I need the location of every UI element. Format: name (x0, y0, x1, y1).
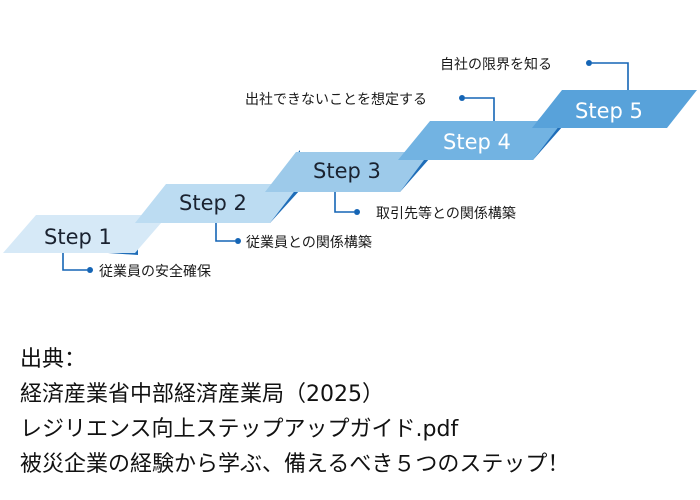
source-citation: 出典： 経済産業省中部経済産業局（2025） レジリエンス向上ステップアップガイ… (20, 342, 569, 482)
step-4-platform (398, 121, 563, 160)
step-3-connector (334, 192, 354, 213)
step-5-platform (532, 90, 697, 128)
step-4-label: Step 4 (443, 130, 511, 154)
step-3-note: 取引先等との関係構築 (376, 205, 516, 222)
step-staircase-diagram: Step 1 Step 2 Step 3 Step 4 Step 5 従業員の安… (3, 56, 697, 280)
step-5-note: 自社の限界を知る (440, 56, 552, 73)
source-line-1: 経済産業省中部経済産業局（2025） (20, 382, 384, 407)
step-1-connector (62, 253, 87, 271)
step-2-note: 従業員との関係構築 (246, 235, 372, 251)
step-1-label: Step 1 (44, 225, 112, 249)
step-2-platform (135, 184, 300, 223)
source-line-2: レジリエンス向上ステップアップガイド.pdf (20, 417, 459, 442)
step-1-platform (3, 215, 168, 253)
step-5-label: Step 5 (575, 99, 643, 123)
step-2-connector (215, 223, 235, 242)
step-3-label: Step 3 (313, 159, 381, 183)
step-3-dot (354, 209, 360, 215)
step-1-note: 従業員の安全確保 (99, 263, 211, 280)
step-5-connector (592, 62, 629, 90)
step-4-note: 出社できないことを想定する (245, 92, 427, 108)
step-4-dot (459, 95, 465, 101)
source-heading: 出典： (20, 347, 87, 372)
step-5-dot (586, 60, 592, 66)
step-2-label: Step 2 (179, 191, 247, 215)
source-line-3: 被災企業の経験から学ぶ、備えるべき５つのステップ！ (20, 452, 570, 477)
step-1-dot (87, 267, 93, 273)
step-4-connector (465, 97, 495, 121)
step-3-platform (265, 152, 430, 192)
step-2-dot (235, 238, 241, 244)
